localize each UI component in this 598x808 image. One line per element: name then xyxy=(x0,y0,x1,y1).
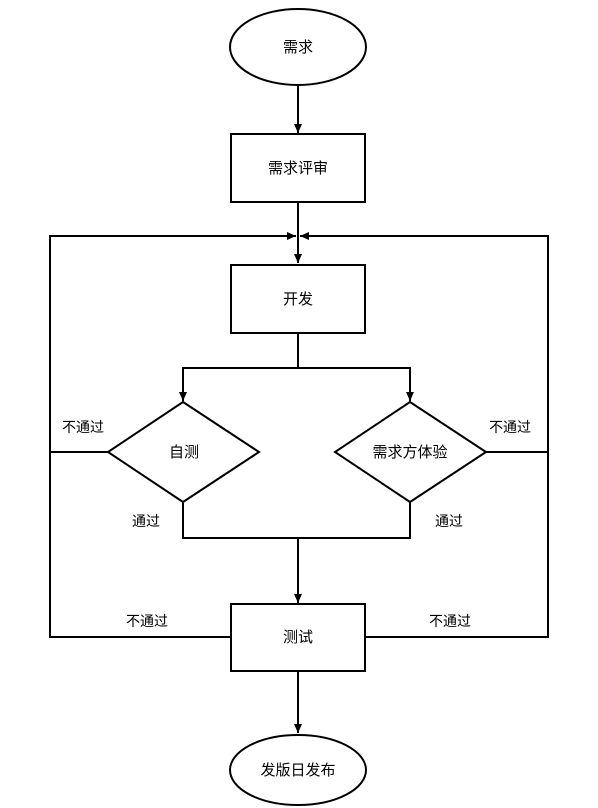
develop-process-box xyxy=(230,264,366,334)
release-terminal-shape xyxy=(229,734,367,806)
selftest-decision-diamond xyxy=(106,400,261,504)
test-fail-right-label: 不通过 xyxy=(429,614,471,630)
edge-selftest-pass xyxy=(182,502,298,539)
edge-client-check-pass xyxy=(298,502,411,539)
test-fail-left-label: 不通过 xyxy=(126,614,168,630)
edge-develop-to-client-check xyxy=(298,367,414,401)
node-selftest: 自测 xyxy=(106,400,261,504)
client-check-fail-label: 不通过 xyxy=(489,420,531,436)
edge-client-check-fail-loop xyxy=(300,232,549,453)
node-client-check: 需求方体验 xyxy=(333,400,488,504)
client-check-pass-label: 通过 xyxy=(435,514,463,530)
develop-label: 开发 xyxy=(283,290,313,308)
edge-labels: 不通过 不通过 通过 通过 不通过 不通过 xyxy=(62,420,531,630)
node-release: 发版日发布 xyxy=(229,734,367,806)
node-start: 需求 xyxy=(229,8,367,86)
node-develop: 开发 xyxy=(230,264,366,334)
edge-selftest-fail-loop xyxy=(49,232,296,453)
test-process-box xyxy=(230,603,366,672)
node-review: 需求评审 xyxy=(230,133,366,203)
client-check-decision-diamond xyxy=(333,400,488,504)
review-label: 需求评审 xyxy=(268,159,328,177)
selftest-label: 自测 xyxy=(169,443,199,461)
edge-test-fail-right xyxy=(366,452,549,638)
review-process-box xyxy=(230,133,366,203)
test-label: 测试 xyxy=(283,628,313,646)
start-label: 需求 xyxy=(283,38,313,56)
edge-test-fail-left xyxy=(49,452,231,638)
edge-develop-to-selftest xyxy=(179,334,299,401)
selftest-pass-label: 通过 xyxy=(132,514,160,530)
edges xyxy=(49,86,549,733)
start-terminal-shape xyxy=(229,8,367,86)
selftest-fail-label: 不通过 xyxy=(62,420,104,436)
client-check-label: 需求方体验 xyxy=(372,443,447,461)
release-label: 发版日发布 xyxy=(260,761,335,779)
node-test: 测试 xyxy=(230,603,366,672)
